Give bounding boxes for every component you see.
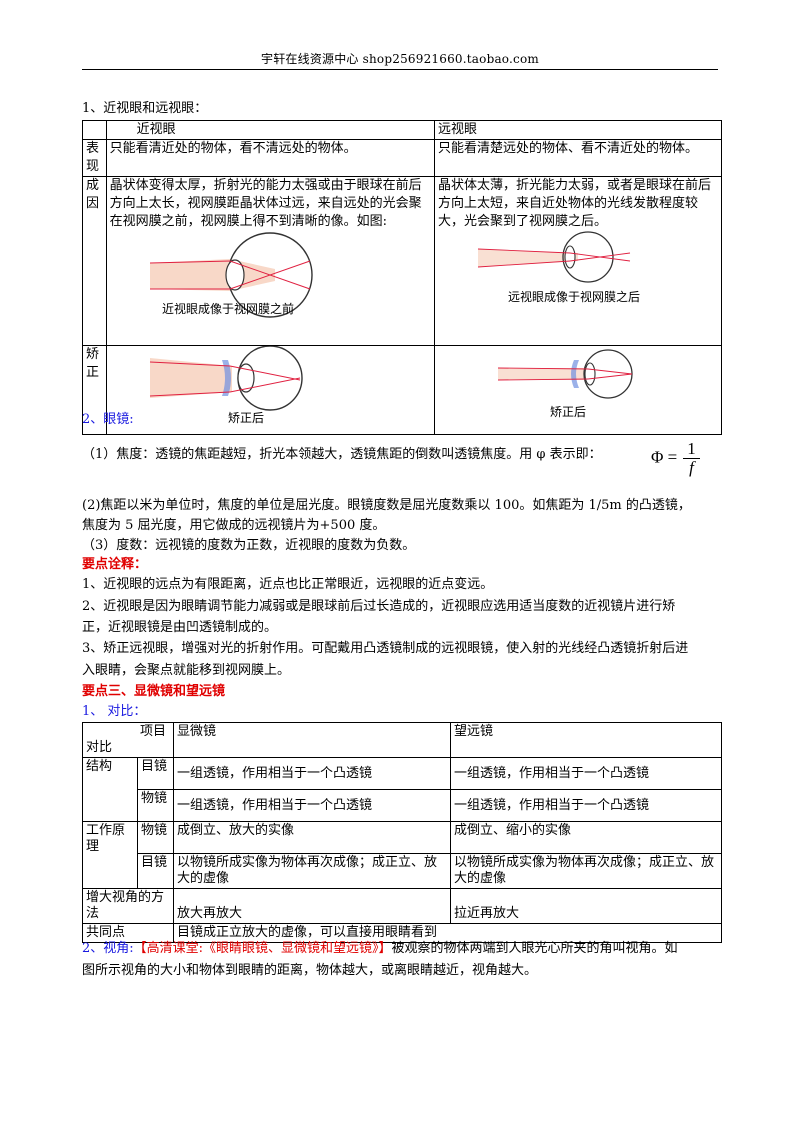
- structure-objective-micro: 一组透镜，作用相当于一个凸透镜: [173, 789, 451, 822]
- note-3b: 入眼睛，会聚点就能移到视网膜上。: [82, 663, 291, 678]
- cause-hyperopia: 晶状体太薄，折光能力太弱，或者是眼球在前后方向上太短，来自近处物体的光线发散程度…: [434, 176, 722, 346]
- paragraph-diopter-1: (2)焦距以米为单位时，焦度的单位是屈光度。眼镜度数是屈光度数乘以 100。如焦…: [82, 498, 691, 513]
- myopia-caption: 近视眼成像于视网膜之前: [162, 301, 294, 316]
- cause-hyperopia-text: 晶状体太薄，折光能力太弱，或者是眼球在前后方向上太短，来自近处物体的光线发散程度…: [438, 178, 712, 229]
- col-myopia: 近视眼: [105, 120, 436, 140]
- row-principle: 工作原理: [82, 821, 138, 889]
- eye-comparison-table: 近视眼 远视眼 表现 只能看清近处的物体，看不清远处的物体。 只能看清楚远处的物…: [82, 120, 722, 435]
- visual-angle-prefix: 2、视角:: [82, 941, 134, 956]
- paragraph-degree: （3）度数：远视镜的度数为正数，近视眼的度数为负数。: [82, 538, 416, 553]
- symptom-myopia: 只能看清近处的物体，看不清远处的物体。: [105, 139, 436, 177]
- structure-eyepiece-tele: 一组透镜，作用相当于一个凸透镜: [450, 757, 722, 790]
- row-label-cause: 成因: [82, 176, 107, 346]
- formula-numerator: 1: [683, 440, 700, 459]
- paragraph-focal-power: （1）焦度：透镜的焦距越短，折光本领越大，透镜焦距的倒数叫透镜焦度。用 φ 表示…: [82, 447, 602, 462]
- correction-myopia: 矫正后: [105, 345, 436, 435]
- note-3a: 3、矫正远视眼，增强对光的折射作用。可配戴用凸透镜制成的远视眼镜，使入射的光线经…: [82, 641, 689, 656]
- visual-angle-paragraph-1: 2、视角:【高清课堂:《眼睛眼镜、显微镜和望远镜》】被观察的物体两端到人眼光心所…: [82, 940, 722, 958]
- row-principle-objective: 物镜: [137, 821, 174, 854]
- structure-eyepiece-micro: 一组透镜，作用相当于一个凸透镜: [173, 757, 451, 790]
- row-principle-eyepiece: 目镜: [137, 853, 174, 889]
- row-angle-method: 增大视角的方法: [82, 888, 174, 924]
- correction-hyperopia: 矫正后: [434, 345, 722, 435]
- row-label-symptom: 表现: [82, 139, 107, 177]
- hd-class-link[interactable]: 【高清课堂:《眼睛眼镜、显微镜和望远镜》】: [133, 941, 392, 956]
- principle-objective-tele: 成倒立、缩小的实像: [450, 821, 722, 854]
- correction-caption-2: 矫正后: [550, 404, 586, 419]
- row-structure-eyepiece: 目镜: [137, 757, 174, 790]
- note-2a: 2、近视眼是因为眼睛调节能力减弱或是眼球前后过长造成的，近视眼应选用适当度数的近…: [82, 599, 676, 614]
- note-2b: 正，近视眼镜是由凹透镜制成的。: [82, 620, 278, 635]
- visual-angle-paragraph-2: 图所示视角的大小和物体到眼睛的距离，物体越大，或离眼睛越近，视角越大。: [82, 963, 538, 978]
- header-item-compare: 项目 对比: [82, 722, 174, 758]
- cause-myopia: 晶状体变得太厚，折射光的能力太强或由于眼球在前后方向上太长，视网膜距晶状体过远，…: [105, 176, 436, 346]
- common-point: 目镜成正立放大的虚像，可以直接用眼睛看到: [173, 923, 722, 943]
- principle-objective-micro: 成倒立、放大的实像: [173, 821, 451, 854]
- microscope-telescope-table: 项目 对比 显微镜 望远镜 结构 目镜 一组透镜，作用相当于一个凸透镜 一组透镜…: [82, 722, 722, 943]
- angle-method-micro: 放大再放大: [173, 888, 451, 924]
- visual-angle-text: 被观察的物体两端到人眼光心所夹的角叫视角。如: [391, 941, 678, 956]
- myopia-correction-diagram: 矫正后: [149, 345, 303, 425]
- header-microscope: 显微镜: [173, 722, 451, 758]
- angle-method-tele: 拉近再放大: [450, 888, 722, 924]
- header-compare: 对比: [86, 740, 113, 755]
- notes-title: 要点诠释：: [82, 557, 148, 572]
- correction-caption-1: 矫正后: [228, 410, 264, 425]
- principle-eyepiece-tele: 以物镜所成实像为物体再次成像；成正立、放大的虚像: [450, 853, 722, 889]
- comparison-subtitle: 1、 对比：: [82, 704, 147, 719]
- structure-objective-tele: 一组透镜，作用相当于一个凸透镜: [450, 789, 722, 822]
- myopia-diagram: 近视眼成像于视网膜之前: [149, 232, 313, 318]
- hyperopia-diagram: 远视眼成像于视网膜之后: [477, 231, 640, 304]
- row-structure-objective: 物镜: [137, 789, 174, 822]
- note-1: 1、近视眼的远点为有限距离，近点也比正常眼近，远视眼的近点变远。: [82, 577, 494, 592]
- hyperopia-caption: 远视眼成像于视网膜之后: [508, 289, 640, 304]
- formula-denominator: f: [689, 458, 694, 477]
- cause-myopia-text: 晶状体变得太厚，折射光的能力太强或由于眼球在前后方向上太长，视网膜距晶状体过远，…: [109, 178, 422, 229]
- row-common: 共同点: [82, 923, 174, 943]
- empty-cell: [82, 120, 107, 140]
- header-item: 项目: [139, 724, 166, 739]
- key-point-3-title: 要点三、显微镜和望远镜: [82, 684, 226, 699]
- formula-lhs: Φ =: [651, 447, 678, 467]
- section-1-title: 1、近视眼和远视眼：: [82, 101, 208, 116]
- col-hyperopia: 远视眼: [434, 120, 722, 140]
- hyperopia-correction-diagram: 矫正后: [497, 349, 633, 419]
- symptom-hyperopia: 只能看清楚远处的物体、看不清近处的物体。: [434, 139, 722, 177]
- paragraph-diopter-2: 焦度为 5 屈光度，用它做成的远视镜片为+500 度。: [82, 518, 386, 533]
- header-telescope: 望远镜: [450, 722, 722, 758]
- row-structure: 结构: [82, 757, 138, 822]
- section-2-title: 2、眼镜:: [82, 412, 134, 427]
- page-header: 宇轩在线资源中心 shop256921660.taobao.com: [82, 50, 718, 70]
- principle-eyepiece-micro: 以物镜所成实像为物体再次成像；成正立、放大的虚像: [173, 853, 451, 889]
